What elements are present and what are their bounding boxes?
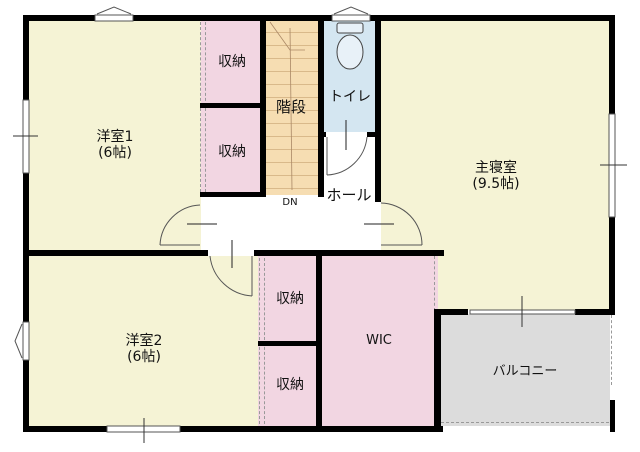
room-name: 洋室1 <box>96 129 134 145</box>
wall-bottom <box>23 426 443 432</box>
storage-1-area <box>201 20 260 104</box>
room-name: 洋室2 <box>125 333 163 349</box>
wall-left-lower <box>23 252 29 432</box>
wall-bedroom-balcony-l <box>434 309 468 315</box>
storage-4-area <box>258 345 316 426</box>
western-room-1-label: 洋室1 (6帖) <box>97 129 134 161</box>
balcony-rail <box>611 315 612 385</box>
room-name: 主寝室 <box>474 160 517 176</box>
wall-stairs-toilet <box>318 15 324 197</box>
wall-toilet-south-l <box>318 132 326 137</box>
wall-storage34 <box>258 341 318 346</box>
wic-area <box>322 256 438 426</box>
balcony-rail <box>441 422 609 423</box>
storage-2-label: 収納 <box>218 144 246 160</box>
storage-4-label: 収納 <box>276 377 304 393</box>
storage-1-label: 収納 <box>218 54 246 70</box>
room-size: (6帖) <box>98 145 132 161</box>
wall-hall-south <box>254 250 444 256</box>
wall-storage-mid <box>200 103 264 108</box>
room-size: (9.5帖) <box>472 176 520 192</box>
wall-toilet-south-r <box>367 132 377 137</box>
wall-wic-balcony <box>434 310 441 432</box>
closet-line <box>434 256 435 311</box>
stairs-direction-label: DN <box>282 197 298 208</box>
wall-storage-stairs <box>260 15 266 197</box>
balcony-label: バルコニー <box>492 364 558 379</box>
wall-room1-room2 <box>23 250 208 256</box>
storage-2-area <box>201 108 260 192</box>
toilet-label: トイレ <box>329 89 371 105</box>
toilet-area <box>323 20 375 132</box>
western-room-2-label: 洋室2 (6帖) <box>126 333 163 365</box>
balcony-area <box>440 314 610 426</box>
wic-label: WIC <box>366 333 392 348</box>
master-bedroom-label: 主寝室 (9.5帖) <box>472 160 519 192</box>
storage-3-label: 収納 <box>276 291 304 307</box>
wall-right-balcony <box>610 400 615 432</box>
wall-bedroom-balcony-r <box>575 309 615 315</box>
stairs-label: 階段 <box>275 98 307 116</box>
room-size: (6帖) <box>127 349 161 365</box>
storage-3-area <box>258 256 316 341</box>
wall-toilet-bedroom <box>375 15 381 202</box>
hall-label: ホール <box>326 186 372 204</box>
wall-right <box>609 15 615 315</box>
wall-left-upper <box>23 15 29 255</box>
hall-area <box>201 195 381 252</box>
wall-storage-bottom <box>200 192 264 197</box>
wall-storage-wic <box>316 252 322 430</box>
